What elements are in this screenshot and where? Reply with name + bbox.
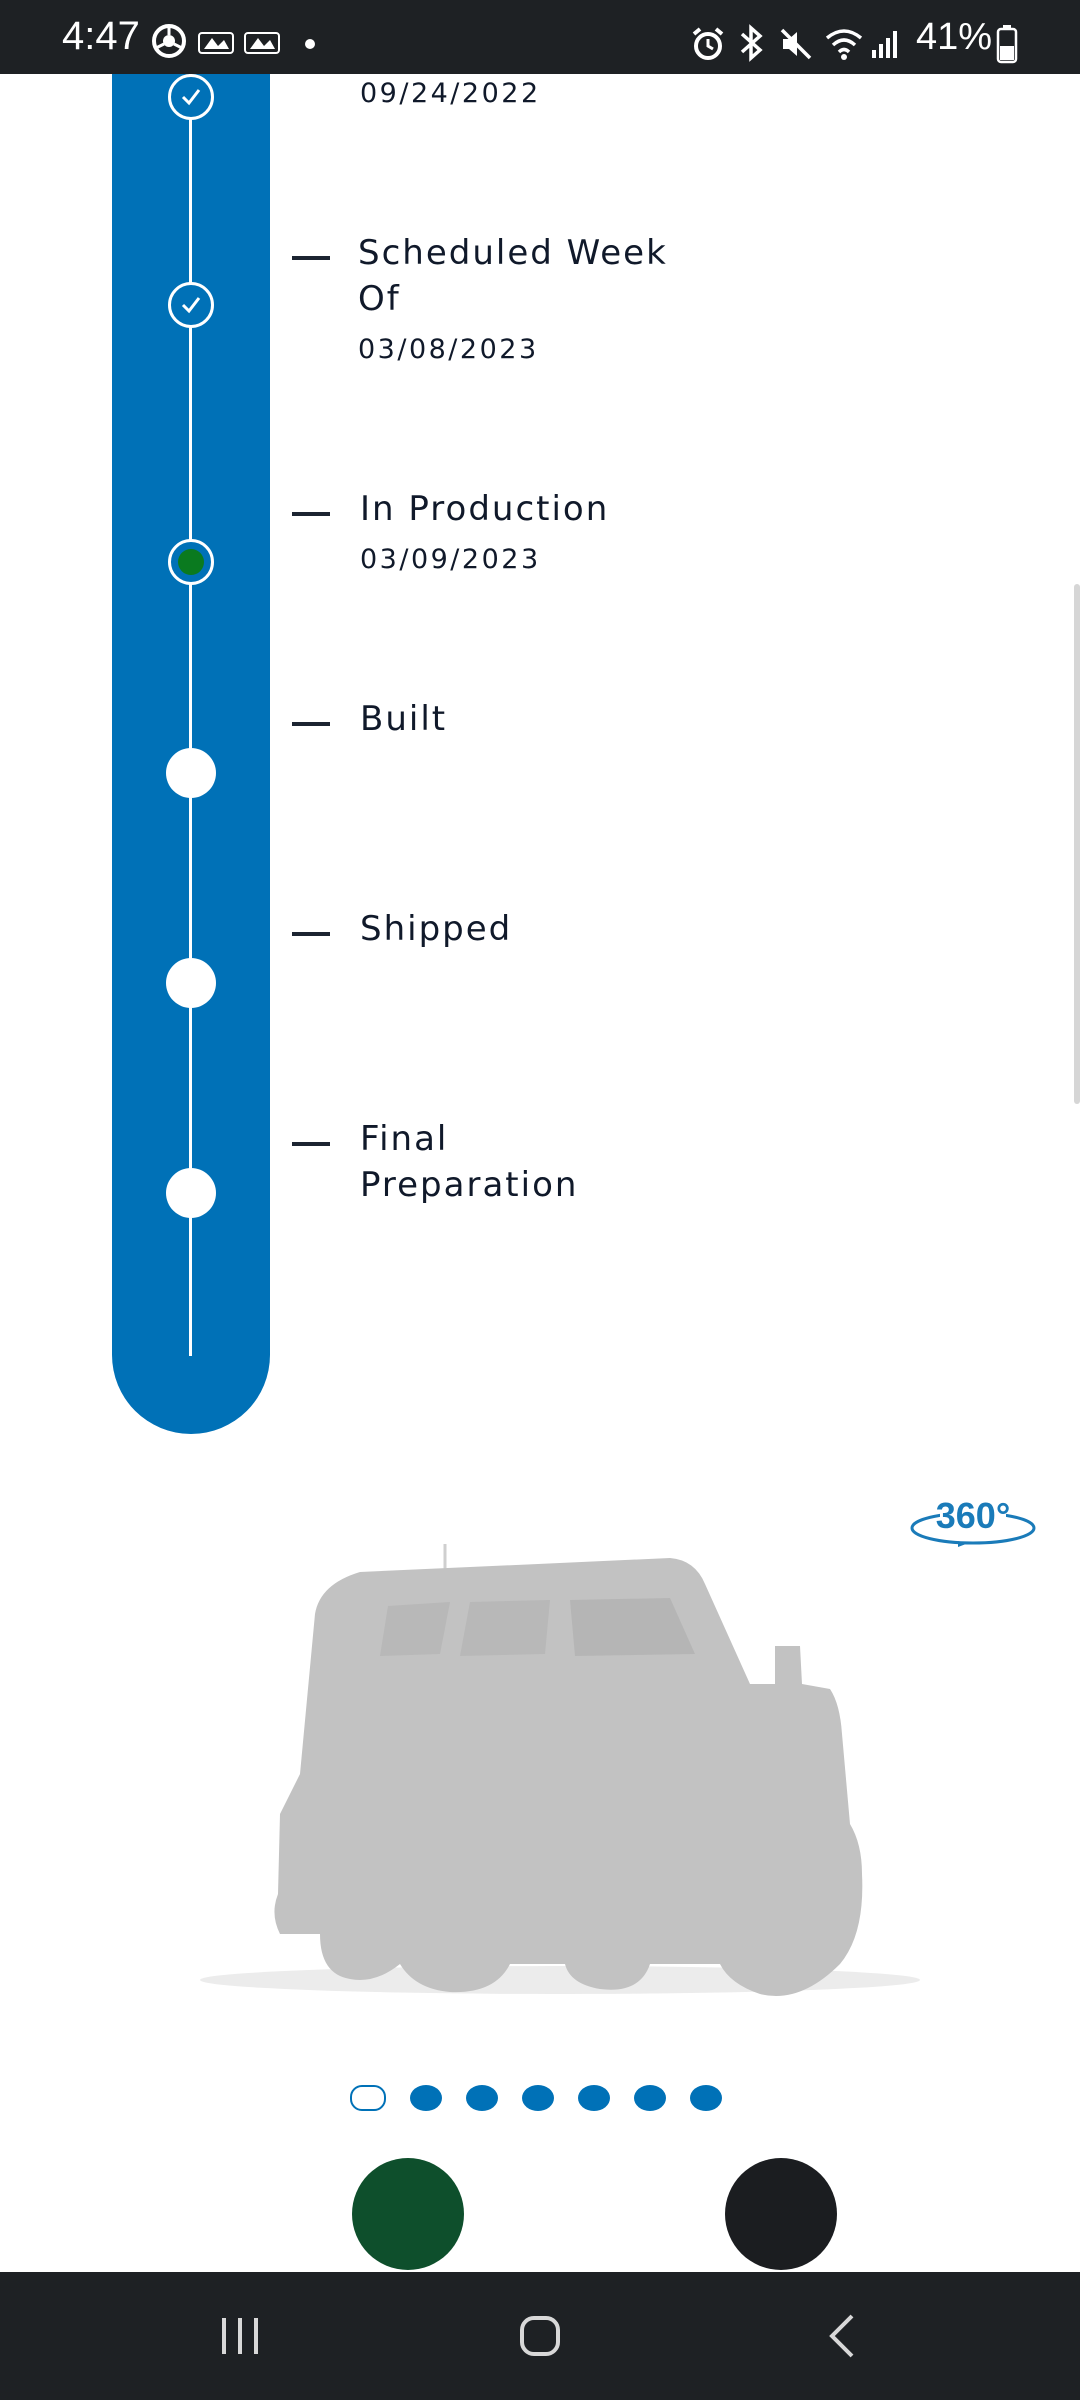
order-tracking-content: 09/24/2022 Scheduled Week Of 03/08/2023 … bbox=[0, 74, 1080, 2272]
checkmark-icon bbox=[181, 89, 201, 106]
carousel-dots bbox=[350, 2083, 722, 2113]
home-icon[interactable] bbox=[510, 2306, 570, 2366]
carousel-dot[interactable] bbox=[466, 2085, 498, 2111]
step-dash bbox=[292, 256, 330, 260]
step-label: Built bbox=[360, 699, 448, 739]
step-date: 03/08/2023 bbox=[358, 334, 539, 365]
step-label: Shipped bbox=[360, 909, 513, 949]
timeline-line bbox=[189, 74, 192, 1356]
recents-icon[interactable] bbox=[210, 2306, 270, 2366]
step-dash bbox=[292, 932, 330, 936]
step-dash bbox=[292, 722, 330, 726]
color-swatch-green[interactable] bbox=[352, 2158, 464, 2270]
battery-percent: 41% bbox=[915, 16, 992, 58]
mlb-icon bbox=[198, 32, 234, 54]
carousel-dot[interactable] bbox=[578, 2085, 610, 2111]
mute-icon bbox=[780, 28, 812, 60]
step-node-pending bbox=[166, 958, 216, 1008]
back-icon[interactable] bbox=[814, 2306, 874, 2366]
bluetooth-icon bbox=[740, 24, 763, 62]
carousel-dot[interactable] bbox=[690, 2085, 722, 2111]
mlb-icon bbox=[244, 32, 280, 54]
system-nav-bar bbox=[0, 2272, 1080, 2400]
color-swatch-black[interactable] bbox=[725, 2158, 837, 2270]
step-label: In Production bbox=[360, 489, 610, 529]
rotate-label: 360° bbox=[936, 1495, 1010, 1536]
step-dash bbox=[292, 512, 330, 516]
signal-icon bbox=[872, 31, 897, 58]
carousel-dot[interactable] bbox=[410, 2085, 442, 2111]
chrome-icon bbox=[152, 24, 186, 58]
rotate-360-icon: 360° bbox=[910, 1495, 1036, 1547]
status-time: 4:47 bbox=[62, 14, 140, 58]
current-indicator bbox=[178, 549, 204, 575]
step-node-current bbox=[168, 539, 214, 585]
step-node-done bbox=[168, 282, 214, 328]
step-date: 03/09/2023 bbox=[360, 544, 541, 575]
step-node-pending bbox=[166, 748, 216, 798]
alarm-icon bbox=[692, 27, 724, 60]
carousel-dot[interactable] bbox=[634, 2085, 666, 2111]
checkmark-icon bbox=[181, 297, 201, 314]
battery-icon bbox=[996, 25, 1018, 64]
carousel-dot-active[interactable] bbox=[350, 2085, 386, 2111]
step-label: Final Preparation bbox=[360, 1119, 579, 1205]
wifi-icon bbox=[825, 29, 863, 60]
step-label: Scheduled Week Of bbox=[358, 233, 668, 319]
scroll-indicator[interactable] bbox=[1074, 584, 1080, 1104]
step-node-pending bbox=[166, 1168, 216, 1218]
notification-dot-icon bbox=[305, 39, 315, 49]
status-bar: 4:47 41% bbox=[0, 0, 1080, 74]
step-date: 09/24/2022 bbox=[360, 78, 541, 109]
rotate-360-button[interactable]: 360° bbox=[908, 1494, 1038, 1564]
vehicle-silhouette[interactable] bbox=[150, 1494, 980, 2054]
carousel-dot[interactable] bbox=[522, 2085, 554, 2111]
step-dash bbox=[292, 1142, 330, 1146]
step-node-done bbox=[168, 74, 214, 120]
